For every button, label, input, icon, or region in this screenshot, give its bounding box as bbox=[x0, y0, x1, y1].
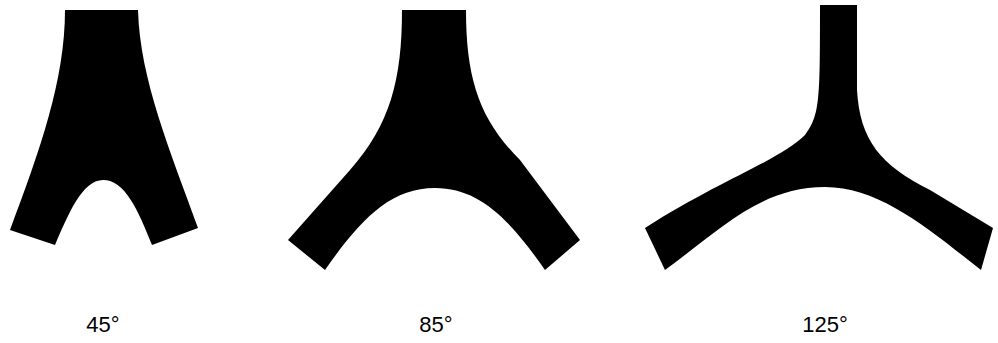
angle-label: 125° bbox=[802, 312, 848, 338]
angle-label: 85° bbox=[419, 312, 452, 338]
bifurcation-85 bbox=[288, 10, 580, 270]
bifurcation-45 bbox=[10, 10, 198, 245]
bifurcation-125 bbox=[645, 5, 993, 270]
angle-label: 45° bbox=[86, 312, 119, 338]
